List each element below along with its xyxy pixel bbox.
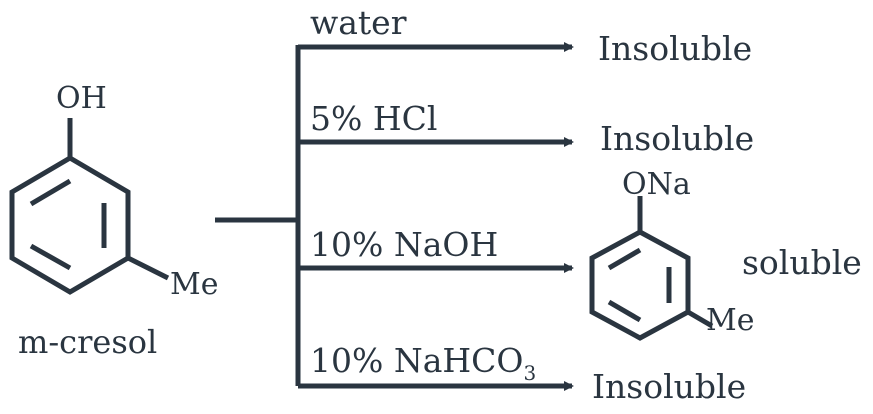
reactant-name: m-cresol — [18, 323, 158, 361]
oh-label: OH — [56, 81, 107, 116]
result-naoh: soluble — [742, 243, 862, 282]
reagent-nahco3: 10% NaHCO3 — [310, 344, 536, 383]
product-me-bond — [686, 309, 714, 329]
m-cresol-inner-bond-3 — [29, 178, 72, 207]
product-inner-bond-2 — [607, 299, 642, 323]
m-cresol-inner-bond-2 — [29, 243, 72, 271]
result-nahco3: Insoluble — [592, 367, 747, 406]
me-bond — [126, 255, 170, 281]
m-cresol-ring — [9, 155, 131, 295]
reagent-hcl: 5% HCl — [310, 99, 438, 138]
me-label: Me — [170, 267, 219, 302]
reagent-nahco3-subscript: 3 — [523, 361, 537, 385]
reagent-naoh: 10% NaOH — [310, 225, 499, 264]
result-hcl: Insoluble — [600, 119, 755, 158]
product-inner-bond-3 — [607, 247, 642, 271]
product-ona-label: ONa — [622, 167, 691, 202]
reagent-water: water — [310, 3, 407, 42]
product-me-label: Me — [706, 303, 755, 338]
result-water: Insoluble — [598, 29, 753, 68]
reagent-nahco3-main: 10% NaHCO — [310, 341, 524, 380]
product-ring — [589, 229, 691, 341]
